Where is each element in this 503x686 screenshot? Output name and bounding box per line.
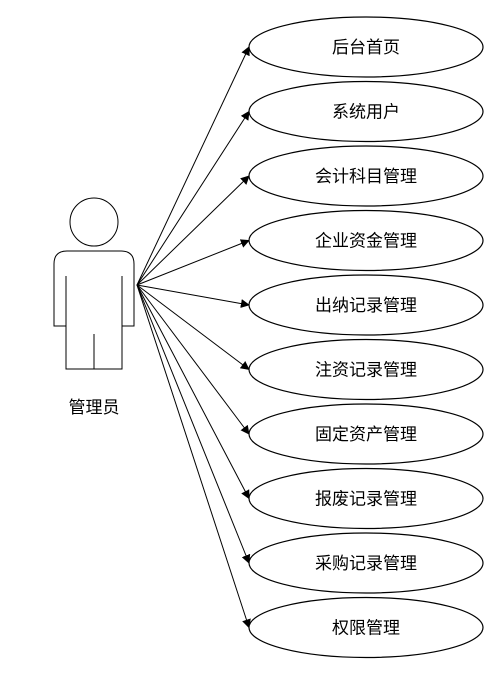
use-case-label: 固定资产管理 [315,425,417,445]
association-arrow [136,110,250,286]
use-case-label: 会计科目管理 [315,167,417,187]
use-case-label: 系统用户 [332,103,400,123]
association-arrow [136,175,250,286]
use-case-ellipse [248,596,484,659]
use-case-ellipse [248,16,484,78]
use-case-label: 报废记录管理 [315,490,417,510]
use-case-label: 采购记录管理 [315,554,417,574]
actor-figure [53,197,135,370]
use-case-ellipse [248,209,484,272]
use-case-ellipse [248,274,484,336]
use-case-label: 权限管理 [332,619,400,639]
association-lines [136,46,251,629]
association-arrow [136,284,251,629]
association-arrow [136,284,251,564]
use-case-ellipse [248,532,484,594]
use-case-ellipse [248,145,484,207]
association-arrow [136,239,250,286]
actor-body [53,250,135,370]
association-arrow [136,284,250,309]
use-case-label: 注资记录管理 [315,361,417,381]
association-arrow [136,284,250,435]
use-case-ellipse [248,467,484,530]
association-arrow [136,46,250,286]
use-case-ellipse [248,338,484,401]
use-case-label: 出纳记录管理 [315,296,417,316]
use-case-label: 后台首页 [332,38,400,58]
actor-label: 管理员 [69,398,120,418]
use-case-ellipse [248,403,484,465]
use-case-list: 后台首页系统用户会计科目管理企业资金管理出纳记录管理注资记录管理固定资产管理报废… [248,16,484,659]
use-case-ellipse [248,80,484,143]
association-arrow [136,284,250,500]
association-arrow [136,284,250,371]
actor-head [69,197,119,247]
use-case-label: 企业资金管理 [315,232,417,252]
